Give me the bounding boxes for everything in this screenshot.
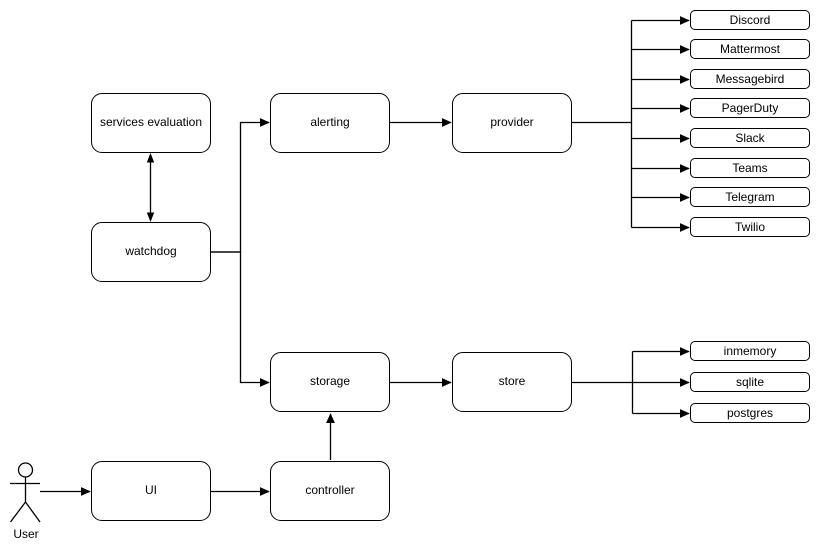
node-alerting: alerting: [270, 93, 390, 153]
user-actor-icon: [9, 462, 41, 523]
edge-watchdog-storage: [211, 251, 270, 387]
node-teams: Teams: [690, 158, 810, 178]
node-telegram: Telegram: [690, 187, 810, 207]
node-postgres: postgres: [690, 403, 810, 423]
node-twilio: Twilio: [690, 217, 810, 237]
edge-watchdog-alerting: [211, 118, 270, 253]
node-storage: storage: [270, 352, 390, 412]
node-slack: Slack: [690, 128, 810, 148]
node-controller: controller: [270, 461, 390, 521]
node-inmemory: inmemory: [690, 341, 810, 361]
node-sqlite: sqlite: [690, 372, 810, 392]
node-messagebird: Messagebird: [690, 69, 810, 89]
node-ui: UI: [91, 461, 211, 521]
edge-provider-fanout-branches: [631, 16, 690, 232]
node-store: store: [452, 352, 572, 412]
node-mattermost: Mattermost: [690, 39, 810, 59]
user-actor-label: User: [13, 527, 39, 541]
node-services-evaluation: services evaluation: [91, 93, 211, 153]
node-discord: Discord: [690, 10, 810, 30]
node-watchdog: watchdog: [91, 222, 211, 282]
edge-store-fanout-branches: [632, 347, 690, 418]
edge-provider-fanout-trunk: [572, 20, 633, 228]
edge-store-fanout-trunk: [572, 351, 634, 414]
node-provider: provider: [452, 93, 572, 153]
node-pagerduty: PagerDuty: [690, 98, 810, 118]
edge-services-evaluation-watchdog: [146, 153, 155, 222]
